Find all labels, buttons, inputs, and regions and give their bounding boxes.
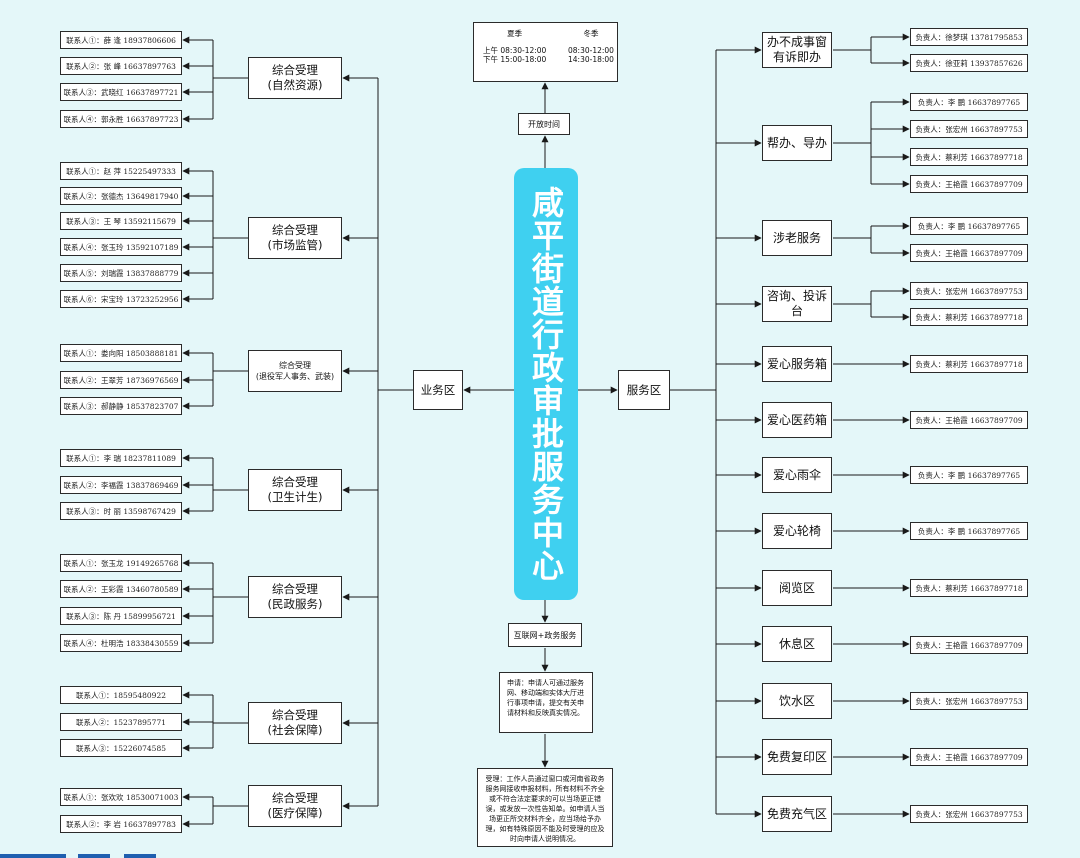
responsible-person-box: 负责人：王艳霞 16637897709 (910, 175, 1028, 193)
contact-box: 联系人②：15237895771 (60, 713, 182, 731)
business-category-box: 综合受理 (民政服务) (248, 576, 342, 618)
responsible-person-box: 负责人：王艳霞 16637897709 (910, 636, 1028, 654)
contact-box: 联系人③：郝静静 18537823707 (60, 397, 182, 415)
responsible-person-box: 负责人：蔡利芳 16637897718 (910, 148, 1028, 166)
bottom-strip (124, 854, 156, 858)
service-item-box: 休息区 (762, 626, 832, 662)
responsible-person-box: 负责人：李 鹏 16637897765 (910, 217, 1028, 235)
contact-box: 联系人③：15226074585 (60, 739, 182, 757)
business-category-box: 综合受理 (卫生计生) (248, 469, 342, 511)
responsible-person-box: 负责人：蔡利芳 16637897718 (910, 308, 1028, 326)
business-category-box: 综合受理 (退役军人事务、武装) (248, 350, 342, 392)
service-item-box: 阅览区 (762, 570, 832, 606)
contact-box: 联系人④：杜明浩 18338430559 (60, 634, 182, 652)
business-category-box: 综合受理 (自然资源) (248, 57, 342, 99)
open-hours-box: 夏季 上午 08:30-12:00 下午 15:00-18:00 冬季 08:3… (473, 22, 618, 82)
contact-box: 联系人①：18595480922 (60, 686, 182, 704)
accept-step-box: 受理：工作人员通过窗口或河南省政务服务网接收申报材料，所有材料不齐全或不符合法定… (477, 768, 613, 847)
service-item-box: 咨询、投诉 台 (762, 286, 832, 322)
winter-am: 08:30-12:00 (568, 46, 614, 55)
winter-label: 冬季 (583, 29, 599, 38)
open-hours-label: 开放时间 (518, 113, 570, 135)
contact-box: 联系人①：赵 萍 15225497333 (60, 162, 182, 180)
service-item-box: 涉老服务 (762, 220, 832, 256)
contact-box: 联系人③：武晓红 16637897721 (60, 83, 182, 101)
contact-box: 联系人①：张玉龙 19149265768 (60, 554, 182, 572)
responsible-person-box: 负责人：李 鹏 16637897765 (910, 466, 1028, 484)
service-item-box: 免费充气区 (762, 796, 832, 832)
contact-box: 联系人①：李 瑞 18237811089 (60, 449, 182, 467)
responsible-person-box: 负责人：王艳霞 16637897709 (910, 244, 1028, 262)
center-title-text: 咸平街道行政审批服务中心 (527, 186, 565, 582)
service-item-box: 爱心轮椅 (762, 513, 832, 549)
responsible-person-box: 负责人：张宏州 16637897753 (910, 282, 1028, 300)
contact-box: 联系人②：张 峰 16637897763 (60, 57, 182, 75)
contact-box: 联系人①：张欢欢 18530071003 (60, 788, 182, 806)
business-zone-box: 业务区 (413, 370, 463, 410)
contact-box: 联系人①：薛 逢 18937806606 (60, 31, 182, 49)
bottom-strip (78, 854, 110, 858)
contact-box: 联系人②：王翠芳 18736976569 (60, 371, 182, 389)
service-item-box: 饮水区 (762, 683, 832, 719)
center-title: 咸平街道行政审批服务中心 (514, 168, 578, 600)
service-item-box: 办不成事窗 有诉即办 (762, 32, 832, 68)
service-zone-box: 服务区 (618, 370, 670, 410)
service-item-box: 爱心医药箱 (762, 402, 832, 438)
service-item-box: 免费复印区 (762, 739, 832, 775)
service-item-box: 爱心雨伞 (762, 457, 832, 493)
contact-box: 联系人⑤：刘瑞霞 13837888779 (60, 264, 182, 282)
responsible-person-box: 负责人：蔡利芳 16637897718 (910, 355, 1028, 373)
contact-box: 联系人③：时 丽 13598767429 (60, 502, 182, 520)
business-category-box: 综合受理 (社会保障) (248, 702, 342, 744)
responsible-person-box: 负责人：张宏州 16637897753 (910, 120, 1028, 138)
responsible-person-box: 负责人：王艳霞 16637897709 (910, 748, 1028, 766)
responsible-person-box: 负责人：王艳霞 16637897709 (910, 411, 1028, 429)
contact-box: 联系人②：张德杰 13649817940 (60, 187, 182, 205)
responsible-person-box: 负责人：张宏州 16637897753 (910, 692, 1028, 710)
business-category-box: 综合受理 (市场监管) (248, 217, 342, 259)
business-category-box: 综合受理 (医疗保障) (248, 785, 342, 827)
summer-label: 夏季 (507, 29, 523, 38)
contact-box: 联系人②：王彩霞 13460780589 (60, 580, 182, 598)
contact-box: 联系人②：李福霞 13837869469 (60, 476, 182, 494)
contact-box: 联系人④：郭永胜 16637897723 (60, 110, 182, 128)
contact-box: 联系人④：张玉玲 13592107189 (60, 238, 182, 256)
responsible-person-box: 负责人：张宏州 16637897753 (910, 805, 1028, 823)
responsible-person-box: 负责人：蔡利芳 16637897718 (910, 579, 1028, 597)
contact-box: 联系人①：娄向阳 18503888181 (60, 344, 182, 362)
bottom-strip (0, 854, 66, 858)
winter-pm: 14:30-18:00 (568, 55, 614, 64)
summer-pm: 下午 15:00-18:00 (483, 55, 547, 64)
contact-box: 联系人③：王 琴 13592115679 (60, 212, 182, 230)
service-item-box: 帮办、导办 (762, 125, 832, 161)
service-item-box: 爱心服务箱 (762, 346, 832, 382)
contact-box: 联系人⑥：宋宝玲 13723252956 (60, 290, 182, 308)
contact-box: 联系人③：陈 丹 15899956721 (60, 607, 182, 625)
responsible-person-box: 负责人：徐亚莉 13937857626 (910, 54, 1028, 72)
apply-step-box: 申请：申请人可通过服务网、移动端和实体大厅进行事项申请，提交有关申请材料和反映真… (499, 672, 593, 733)
contact-box: 联系人②：李 岩 16637897783 (60, 815, 182, 833)
responsible-person-box: 负责人：李 鹏 16637897765 (910, 93, 1028, 111)
summer-am: 上午 08:30-12:00 (483, 46, 547, 55)
responsible-person-box: 负责人：徐梦琪 13781795853 (910, 28, 1028, 46)
responsible-person-box: 负责人：李 鹏 16637897765 (910, 522, 1028, 540)
online-service-box: 互联网+政务服务 (508, 623, 582, 647)
